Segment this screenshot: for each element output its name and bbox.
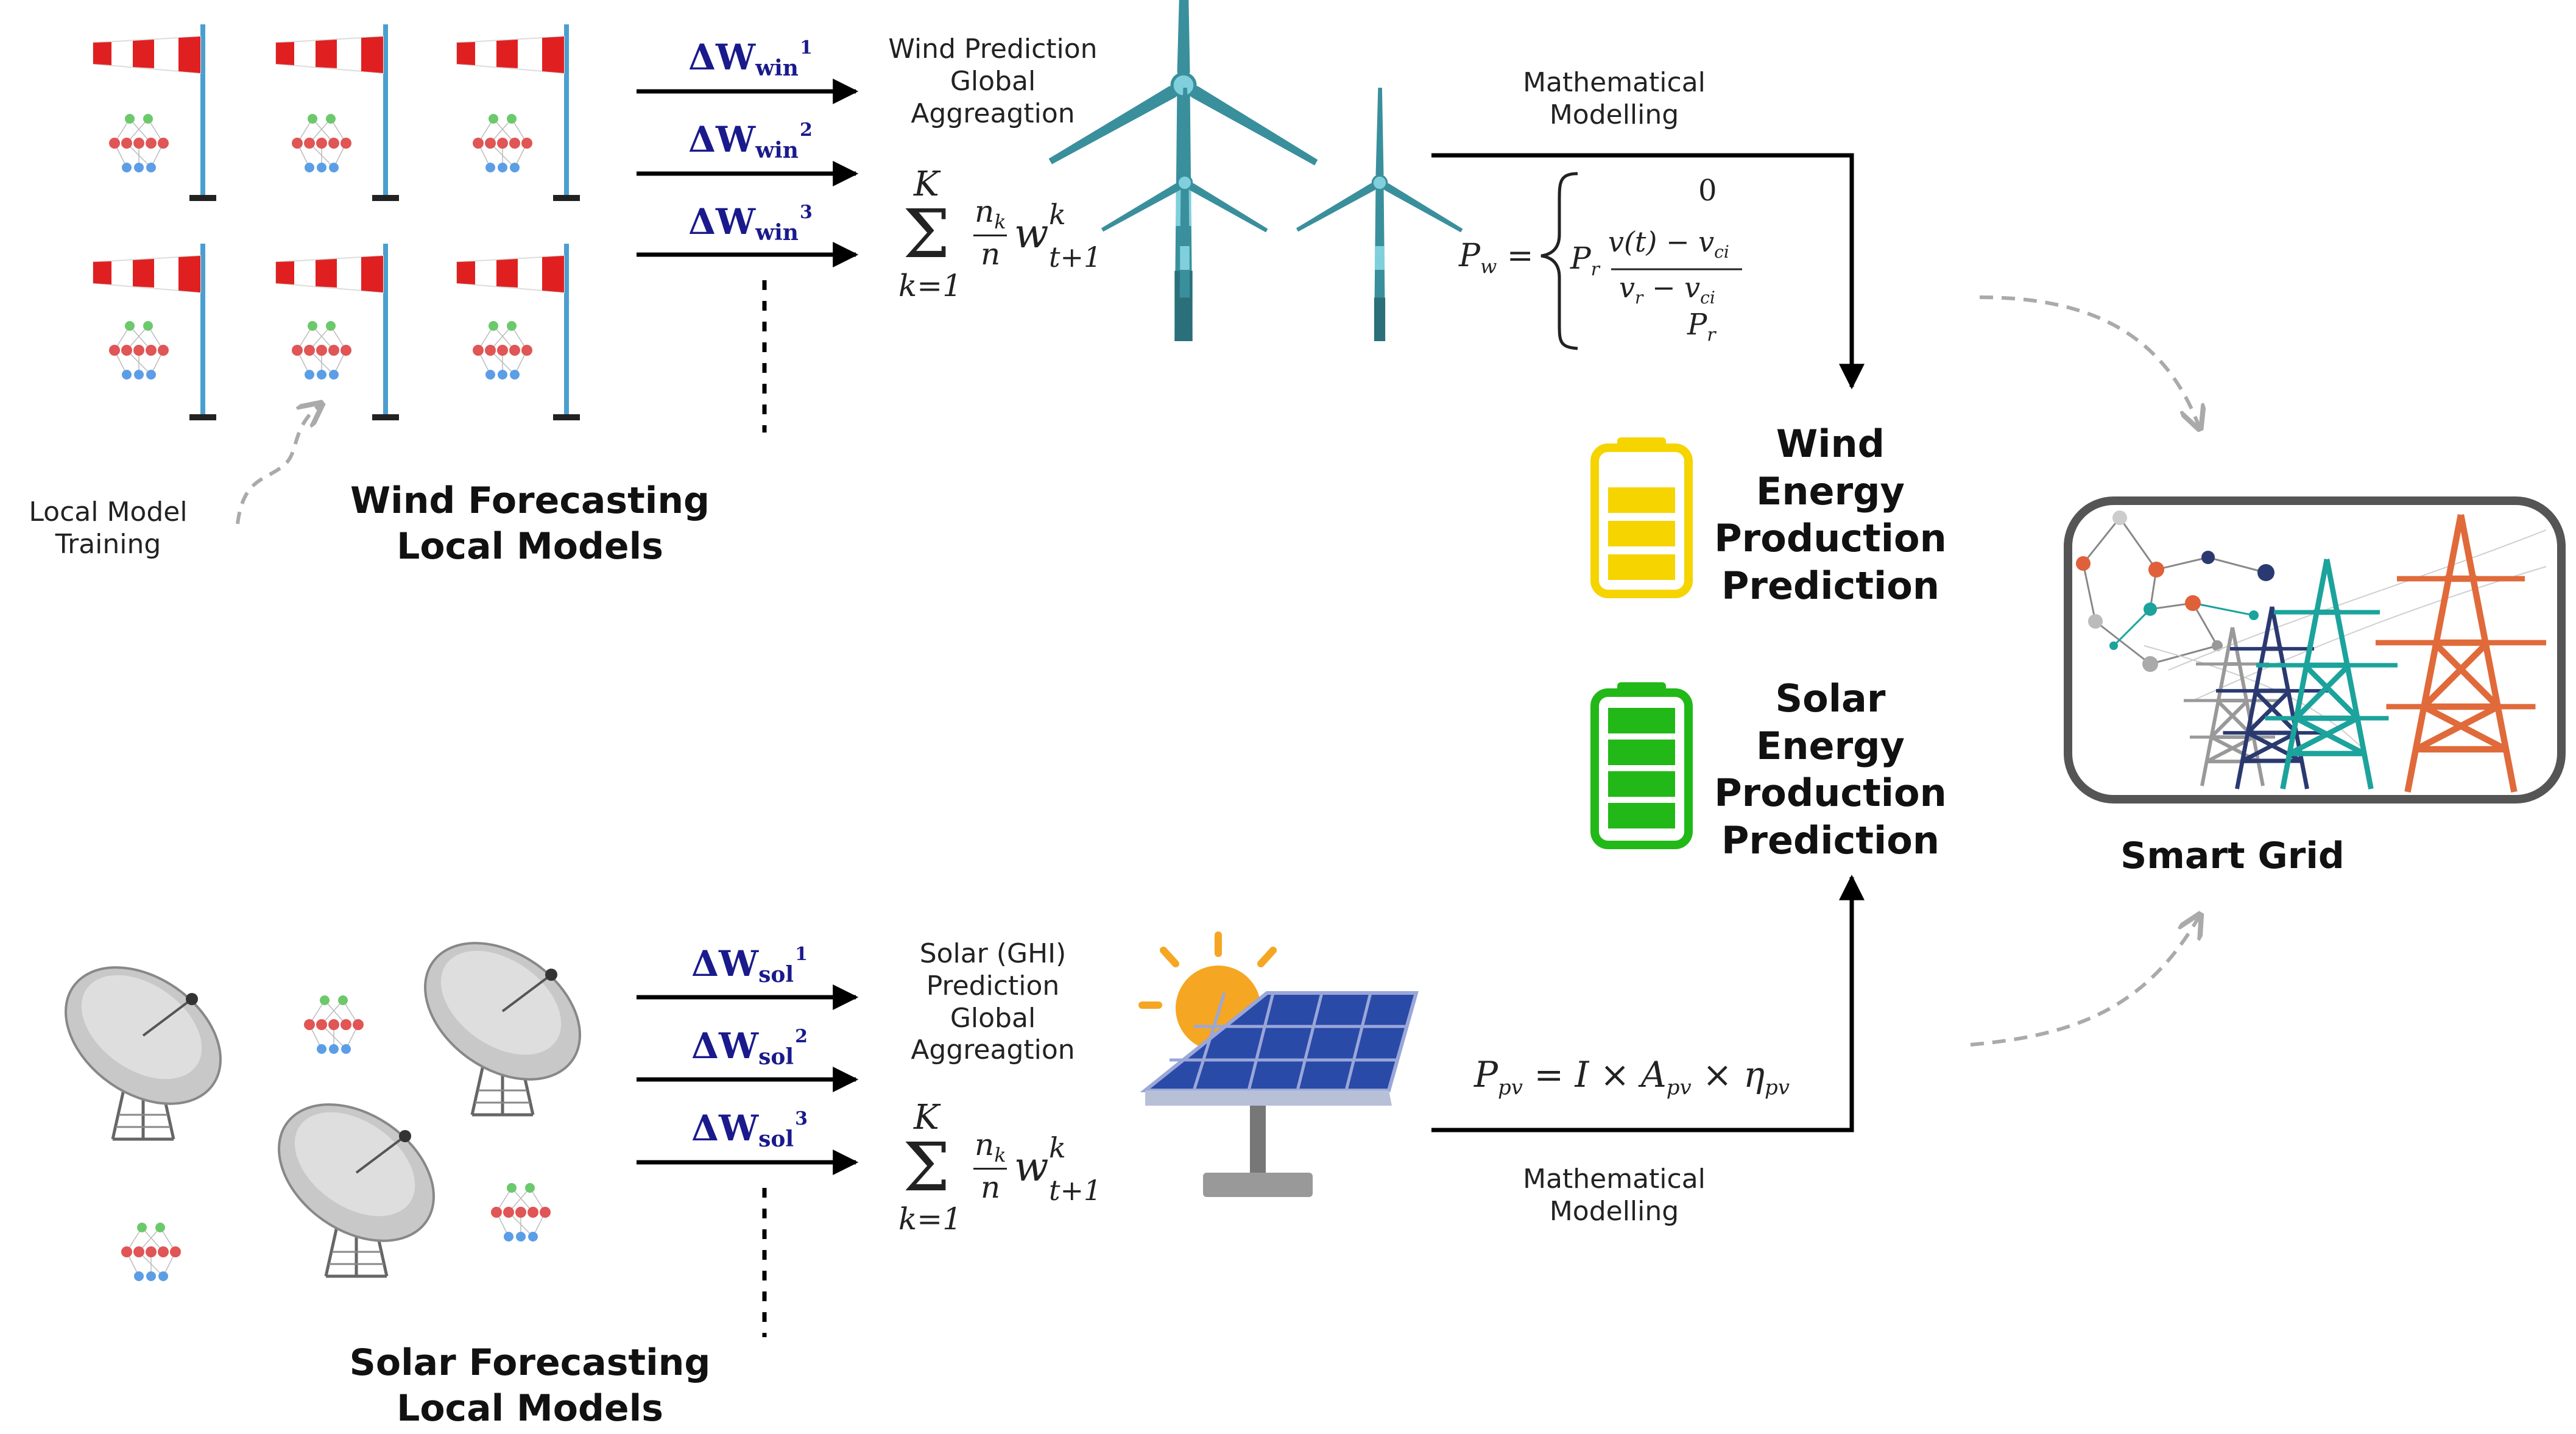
sum-lower: k=1: [898, 268, 962, 303]
solar-update-arrows: [637, 984, 859, 1337]
weight-subscript: t+1: [1049, 241, 1102, 274]
neural-network-icon: [490, 1182, 551, 1242]
solar-math-modelling-label: Mathematical Modelling: [1523, 1164, 1706, 1227]
solar-modelling-arrow: [1431, 874, 1865, 1132]
wind-update-3: ΔWwin3: [688, 201, 813, 245]
windsock-icon: [456, 243, 580, 421]
windsock-icon: [456, 24, 580, 202]
neural-network-icon: [108, 113, 169, 173]
solar-local-models-label: Solar Forecasting Local Models: [349, 1341, 711, 1430]
fraction-bar: [973, 1168, 1007, 1170]
fraction-numerator: nk: [975, 1127, 1006, 1167]
sum-lower: k=1: [898, 1201, 962, 1237]
wind-math-modelling-label: Mathematical Modelling: [1523, 67, 1706, 130]
sigma-symbol: Σ: [903, 195, 950, 273]
solar-to-grid-arrow: [1970, 917, 2199, 1047]
fraction-bar: [973, 235, 1007, 236]
neural-network-icon: [291, 320, 352, 380]
neural-network-icon: [472, 113, 533, 173]
local-training-arrow: [236, 405, 320, 525]
windsock-icon: [93, 24, 217, 202]
weight-superscript: k: [1049, 198, 1066, 231]
wind-global-aggregation-label: Wind Prediction Global Aggreagtion: [888, 34, 1098, 129]
wind-case-2-denominator: vr − vci: [1619, 271, 1715, 308]
solar-power-formula: Ppv = I × Apv × ηpv: [1474, 1054, 1790, 1100]
wind-formula-brace: [1540, 172, 1578, 350]
neural-network-icon: [303, 995, 364, 1054]
local-model-training-label: Local Model Training: [29, 496, 188, 560]
solar-global-aggregation-label: Solar (GHI) Prediction Global Aggreagtio…: [911, 938, 1075, 1066]
solar-battery-icon: [1590, 682, 1693, 849]
wind-case-2-numerator: v(t) − vci: [1608, 225, 1729, 263]
wind-prediction-label: Wind Energy Production Prediction: [1714, 422, 1947, 608]
wind-update-arrows: [637, 79, 859, 433]
smart-grid-panel: [2064, 496, 2566, 804]
satellite-dish-icon: [40, 939, 246, 1139]
wind-case-2-prefix: Pr: [1570, 241, 1600, 280]
fraction-denominator: n: [981, 236, 1001, 272]
solar-prediction-label: Solar Energy Production Prediction: [1714, 676, 1947, 863]
weight-superscript: k: [1049, 1131, 1066, 1164]
solar-panel-icon: [1138, 931, 1419, 1197]
fraction-numerator: nk: [975, 194, 1006, 233]
wind-update-1: ΔWwin1: [688, 37, 813, 81]
neural-network-icon: [108, 320, 169, 380]
wind-update-2: ΔWwin2: [688, 119, 813, 163]
sigma-symbol: Σ: [903, 1128, 950, 1206]
network-graph-icon: [2076, 510, 2274, 672]
wind-power-lhs: Pw =: [1459, 238, 1534, 278]
neural-network-icon: [121, 1222, 182, 1282]
wind-modelling-arrow: [1431, 153, 1865, 390]
wind-local-models-label: Wind Forecasting Local Models: [350, 479, 710, 568]
windsock-icon: [275, 243, 400, 421]
weight-symbol: w: [1014, 210, 1049, 257]
satellite-dish-icon: [400, 915, 605, 1115]
fraction-denominator: n: [981, 1170, 1001, 1205]
solar-update-1: ΔWsol1: [691, 943, 808, 987]
wind-case-1: 0: [1698, 174, 1717, 208]
satellite-dish-icon: [253, 1076, 459, 1276]
neural-network-icon: [472, 320, 533, 380]
wind-battery-icon: [1590, 437, 1693, 598]
weight-subscript: t+1: [1049, 1174, 1102, 1207]
wind-turbine-icon: [1294, 87, 1465, 342]
wind-clients: [93, 24, 580, 421]
windsock-icon: [93, 243, 217, 421]
neural-network-icon: [291, 113, 352, 173]
weight-symbol: w: [1014, 1143, 1049, 1190]
solar-update-3: ΔWsol3: [691, 1107, 808, 1152]
solar-clients: [40, 915, 605, 1282]
sum-upper: K: [914, 164, 939, 204]
sum-upper: K: [914, 1098, 939, 1137]
wind-case-3: Pr: [1687, 308, 1716, 346]
smart-grid-label: Smart Grid: [2120, 835, 2345, 877]
wind-to-grid-arrow: [1979, 295, 2199, 426]
windsock-icon: [275, 24, 400, 202]
solar-update-2: ΔWsol2: [691, 1025, 808, 1070]
